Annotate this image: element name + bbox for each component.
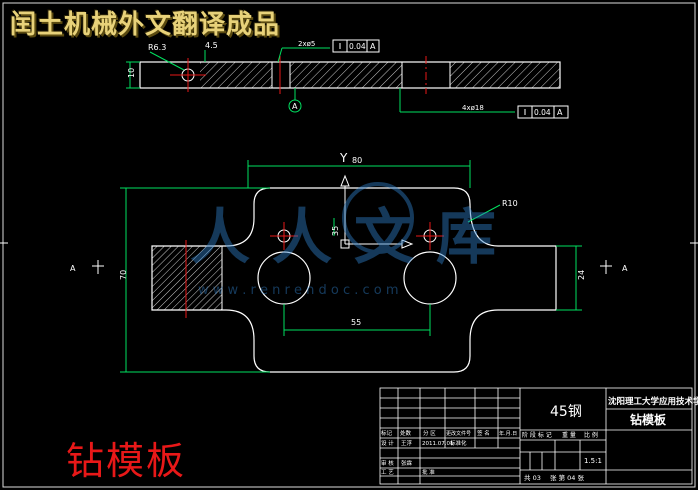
tol-top-datum: A xyxy=(370,42,376,51)
tol-top-value: 0.04 xyxy=(349,42,366,51)
row-label-4: 更改文件号 xyxy=(446,430,471,437)
dim-r-small: R6.3 xyxy=(148,43,166,52)
watermark-cn: 人人文库 xyxy=(190,203,518,273)
datum-circle-label: A xyxy=(292,102,298,111)
stage-header-3: 比 例 xyxy=(584,431,598,439)
center-watermark: 人人文库 w w w . r e n r e n d o c . c o m xyxy=(190,182,518,298)
part-name: 钻模板 xyxy=(630,412,667,427)
scale-value: 1.5:1 xyxy=(584,457,602,465)
row-label-1: 标记 xyxy=(381,429,393,437)
material-label: 45钢 xyxy=(550,404,582,420)
stage-header-2: 重 量 xyxy=(562,431,576,439)
row-label-3: 分 区 xyxy=(423,429,436,437)
dim-2x-hole: 2xø5 xyxy=(298,40,315,48)
plan-view xyxy=(92,160,612,373)
section-a-right: A xyxy=(622,264,628,273)
row-label-5: 签 名 xyxy=(477,429,490,437)
designer-name: 王浮 xyxy=(401,439,413,447)
tol-right-value: 0.04 xyxy=(534,108,551,117)
reviewer-name: 张霖 xyxy=(401,459,413,467)
dim-r-corner: R10 xyxy=(502,199,518,208)
tol-right-datum: A xyxy=(557,108,563,117)
section-view xyxy=(126,39,569,119)
dim-4x-hole: 4xø18 xyxy=(462,104,484,112)
stage-header-1: 阶 段 标 记 xyxy=(522,431,552,439)
process-label: 工 艺 xyxy=(381,469,394,476)
approve-label: 批 准 xyxy=(422,468,435,476)
row-label-2: 处数 xyxy=(400,429,412,437)
sheet-number: 张 第 04 张 xyxy=(550,473,584,482)
design-label: 设 计 xyxy=(381,439,394,447)
dim-35: 35 xyxy=(331,226,340,236)
sheets-total: 共 03 xyxy=(524,473,541,482)
review-label: 审 核 xyxy=(381,459,394,467)
row-label-6: 年.月.日 xyxy=(499,430,517,437)
dim-4-5: 4.5 xyxy=(205,41,218,50)
header-watermark: 闰土机械外文翻译成品 xyxy=(10,10,281,40)
std-label: 标准化 xyxy=(450,439,467,447)
dim-55: 55 xyxy=(351,318,361,327)
dim-70: 70 xyxy=(119,270,128,280)
section-a-left: A xyxy=(70,264,76,273)
drawing-title: 钻模板 xyxy=(66,439,187,483)
axis-y-label: Y xyxy=(339,151,348,165)
watermark-url: w w w . r e n r e n d o c . c o m xyxy=(198,283,399,298)
dim-24: 24 xyxy=(577,270,586,280)
dim-width-80: 80 xyxy=(352,156,362,165)
school-name: 沈阳理工大学应用技术学院 xyxy=(608,396,698,407)
dim-thickness: 10 xyxy=(127,68,136,78)
title-block xyxy=(379,387,693,485)
design-date: 2011.07.01 xyxy=(422,441,454,447)
